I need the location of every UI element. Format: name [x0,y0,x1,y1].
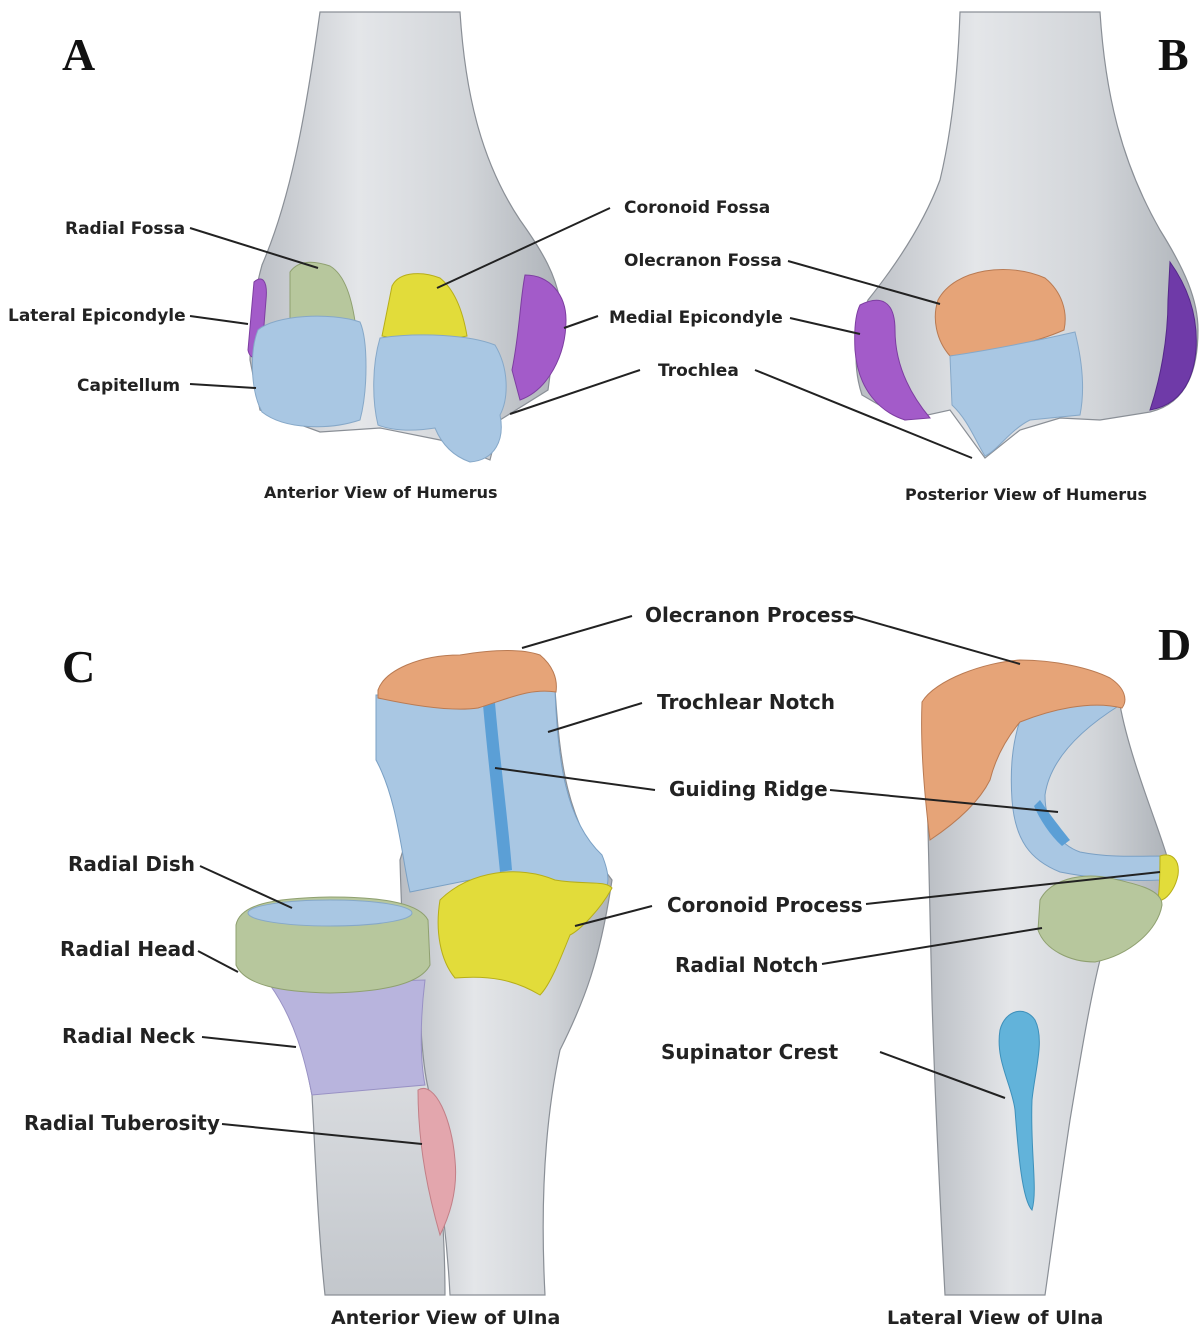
leader-radial-dish [200,866,292,908]
label-supinator-crest: Supinator Crest [661,1040,839,1064]
trochlea-anterior-shape [374,335,506,462]
label-guiding-ridge: Guiding Ridge [669,777,828,801]
label-medial-epicondyle: Medial Epicondyle [609,308,783,328]
label-radial-notch: Radial Notch [675,953,819,977]
panel-c-letter: C [62,641,95,692]
label-radial-dish: Radial Dish [68,852,195,876]
caption-panel-c: Anterior View of Ulna [331,1307,560,1329]
ulna-lateral-illustration [922,660,1179,1295]
leader-radial-head [198,951,238,972]
panel-b-letter: B [1158,29,1189,80]
humerus-posterior-illustration [855,12,1198,458]
leader-medial-epicondyle [564,316,598,328]
leader-lateral-epicondyle [190,316,248,324]
leader-trochlear-notch [548,703,642,732]
label-trochlear-notch: Trochlear Notch [657,690,835,714]
radius-anterior-illustration [236,897,456,1295]
panel-c: C Olecranon Process Trochlear Notch Guid… [24,603,863,1329]
caption-panel-b: Posterior View of Humerus [905,485,1147,504]
caption-panel-d: Lateral View of Ulna [887,1307,1103,1329]
label-olecranon-process: Olecranon Process [645,603,854,627]
label-capitellum: Capitellum [77,376,180,396]
leader-olecranon-process-d [852,616,1020,664]
panel-b: B Olecranon Fossa Posterior View of Hume… [624,12,1198,504]
radial-neck-shape [270,980,425,1095]
panel-d: D Lateral View of Ulna [822,616,1191,1329]
label-radial-head: Radial Head [60,937,196,961]
capitellum-shape [252,316,366,427]
label-olecranon-fossa: Olecranon Fossa [624,251,782,271]
label-radial-tuberosity: Radial Tuberosity [24,1111,220,1135]
radial-dish-shape [248,900,412,926]
leader-radial-neck [202,1037,296,1047]
label-trochlea: Trochlea [658,361,739,381]
leader-medial-epicondyle-posterior [790,318,860,334]
label-coronoid-process: Coronoid Process [667,893,863,917]
humerus-anterior-illustration [248,12,566,462]
leader-olecranon-process-c [522,616,632,648]
leader-capitellum [190,384,256,388]
label-coronoid-fossa: Coronoid Fossa [624,198,770,218]
coronoid-process-lateral-shape [1158,855,1178,900]
caption-panel-a: Anterior View of Humerus [264,483,498,502]
panel-d-letter: D [1158,619,1191,670]
label-radial-neck: Radial Neck [62,1024,196,1048]
radial-notch-lateral-shape [1038,876,1162,962]
label-radial-fossa: Radial Fossa [65,219,185,239]
panel-a-letter: A [62,29,95,80]
label-lateral-epicondyle: Lateral Epicondyle [8,306,186,326]
